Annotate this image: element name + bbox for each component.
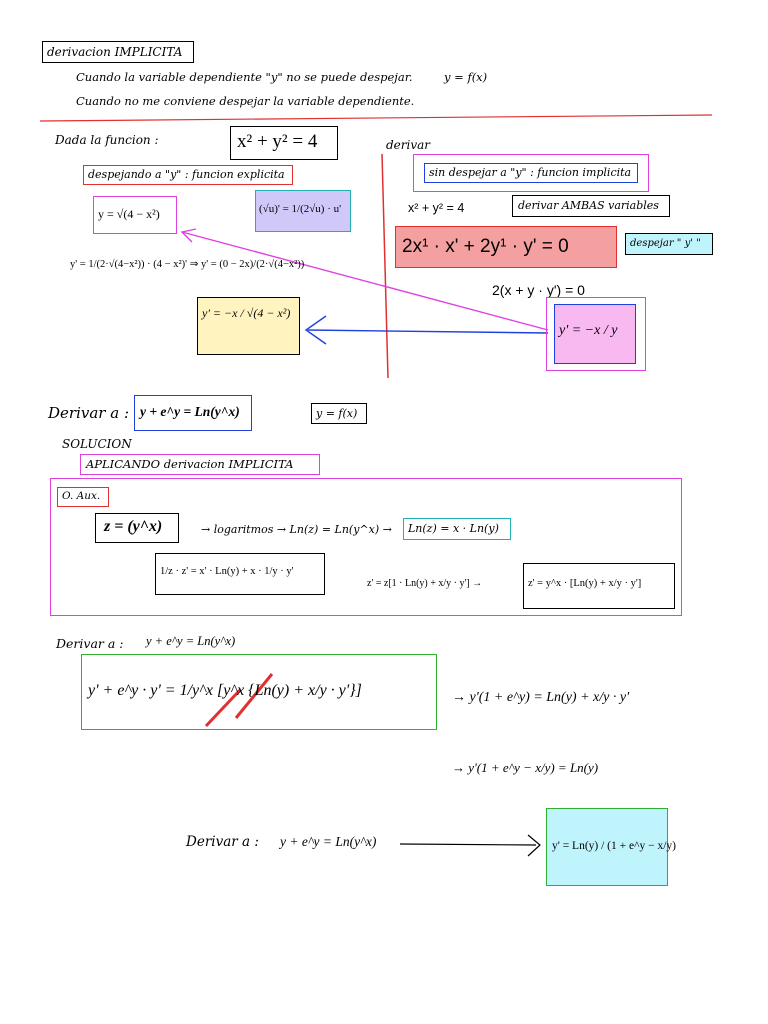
implicit-equation: x² + y² = 4 bbox=[408, 201, 465, 215]
log-result-box: Ln(z) = x · Ln(y) bbox=[403, 518, 511, 540]
explicit-result: y' = −x / √(4 − x²) bbox=[202, 305, 291, 320]
solucion-label: SOLUCION bbox=[62, 437, 132, 451]
derivative-big-box: 2x¹ · x' + 2y¹ · y' = 0 bbox=[395, 226, 617, 268]
header-line-1: Cuando la variable dependiente "y" no se… bbox=[76, 70, 413, 84]
header-line-1-formula: y = f(x) bbox=[444, 70, 488, 84]
step-1: → y'(1 + e^y) = Ln(y) + x/y · y' bbox=[452, 690, 630, 705]
title-box: derivacion IMPLICITA bbox=[42, 41, 194, 63]
step-2: → y'(1 + e^y − x/y) = Ln(y) bbox=[452, 760, 599, 775]
deriv-z-box: 1/z · z' = x' · Ln(y) + x · 1/y · y' bbox=[155, 553, 325, 595]
aux-label-box: O. Aux. bbox=[57, 487, 109, 507]
yfx-box: y = f(x) bbox=[311, 403, 367, 424]
implicit-outer-box: sin despejar a "y" : funcion implicita bbox=[413, 154, 649, 192]
section3-equation: y + e^y = Ln(y^x) bbox=[146, 634, 236, 648]
implicit-result-inner: y' = −x / y bbox=[554, 304, 636, 364]
section3-derivar-label: Derivar a : bbox=[56, 636, 124, 651]
factored-equation: 2(x + y · y') = 0 bbox=[492, 282, 585, 298]
aux-panel: O. Aux. z = (y^x) → logaritmos → Ln(z) =… bbox=[50, 478, 682, 616]
header-line-2: Cuando no me conviene despejar la variab… bbox=[76, 94, 415, 108]
derivar-ambas-box: derivar AMBAS variables bbox=[512, 195, 670, 217]
z-prime-result-box: z' = y^x · [Ln(y) + x/y · y'] bbox=[523, 563, 675, 609]
explicit-result-box: y' = −x / √(4 − x²) bbox=[197, 297, 300, 355]
section2-equation-box: y + e^y = Ln(y^x) bbox=[134, 395, 252, 431]
final-equation: y + e^y = Ln(y^x) bbox=[280, 834, 377, 849]
implicit-result-box: y' = −x / y bbox=[546, 297, 646, 371]
main-equation-box: x² + y² = 4 bbox=[230, 126, 338, 160]
y-sqrt-box: y = √(4 − x²) bbox=[93, 196, 177, 234]
despejar-box: despejar " y' " bbox=[625, 233, 713, 255]
big-equation-box: y' + e^y · y' = 1/y^x [y^x {Ln(y) + x/y … bbox=[81, 654, 437, 730]
final-result-box: y' = Ln(y) / (1 + e^y − x/y) bbox=[546, 808, 676, 886]
dada-label: Dada la funcion : bbox=[55, 133, 159, 147]
derivar-a-label: Derivar a : bbox=[48, 404, 129, 422]
chain-rule-box: (√u)' = 1/(2√u) · u' bbox=[255, 190, 351, 232]
log-step: → logaritmos → Ln(z) = Ln(y^x) → bbox=[201, 523, 392, 536]
z-definition-box: z = (y^x) bbox=[95, 513, 179, 543]
aplicando-box: APLICANDO derivacion IMPLICITA bbox=[80, 454, 320, 475]
z-prime-step: z' = z[1 · Ln(y) + x/y · y'] → bbox=[367, 578, 483, 589]
derivar-label: derivar bbox=[386, 138, 431, 152]
implicit-inner-box: sin despejar a "y" : funcion implicita bbox=[424, 163, 638, 183]
explicit-box: despejando a "y" : funcion explicita bbox=[83, 165, 293, 185]
final-derivar-label: Derivar a : bbox=[186, 834, 259, 850]
y-prime-explicit-line: y' = 1/(2·√(4−x²)) · (4 − x²)' ⇒ y' = (0… bbox=[70, 259, 305, 270]
